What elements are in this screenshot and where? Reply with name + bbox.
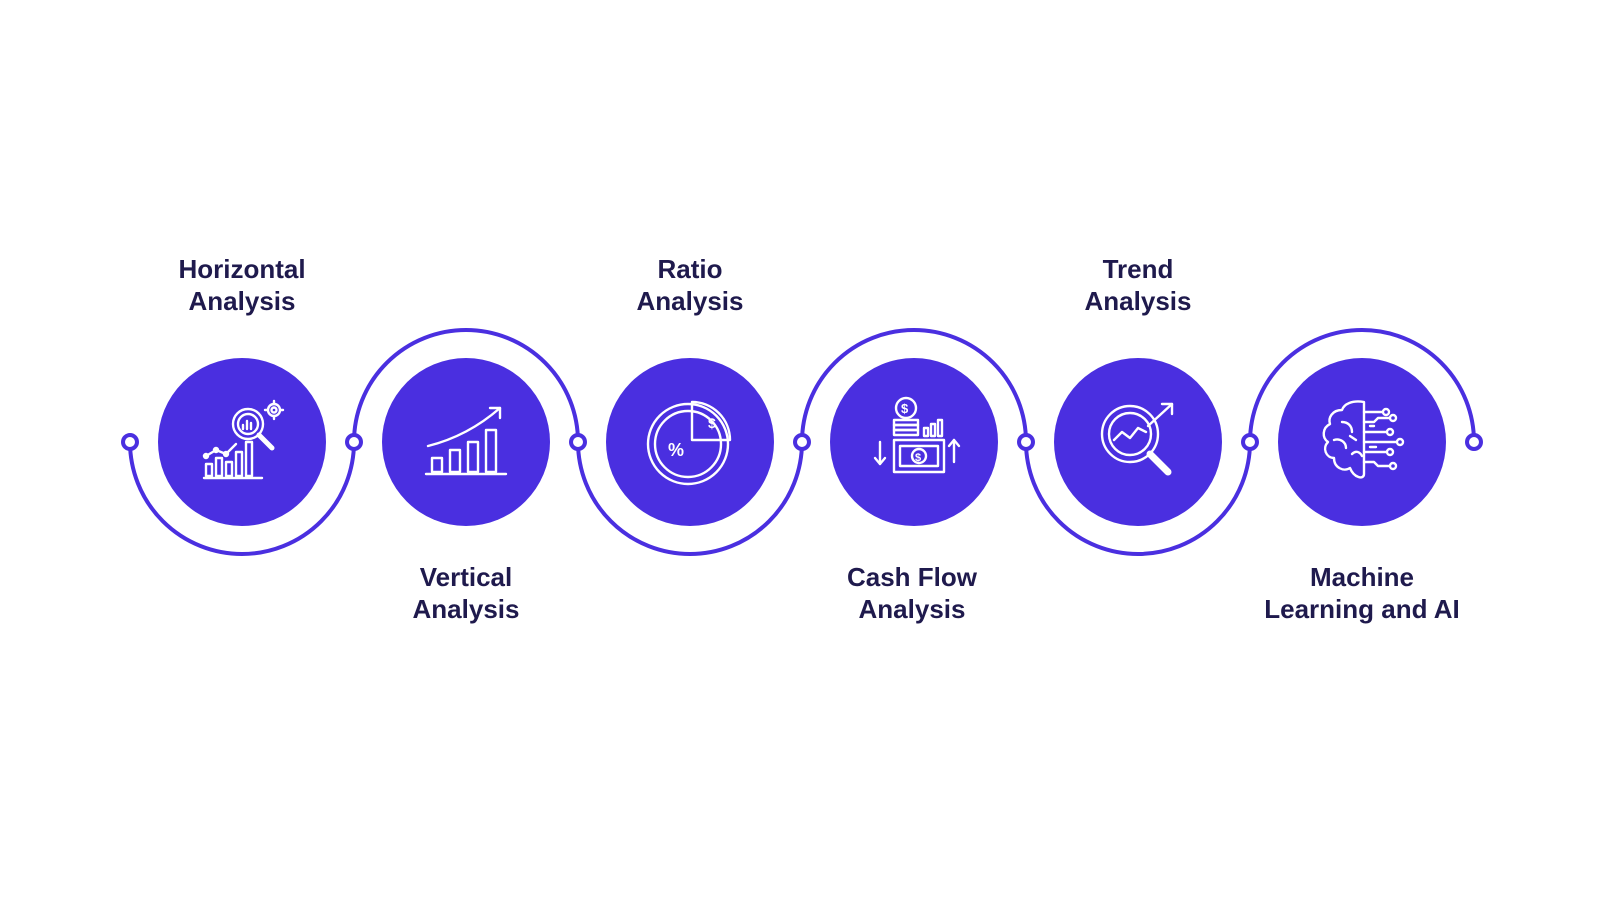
trend-magnifier-icon bbox=[1100, 402, 1174, 476]
step-circle-ratio-analysis: $ % bbox=[606, 358, 774, 526]
step-title-line2: Learning and AI bbox=[1264, 594, 1460, 624]
growth-bar-chart-icon bbox=[424, 406, 508, 476]
svg-text:$: $ bbox=[708, 415, 716, 431]
step-title-line1: Ratio bbox=[657, 254, 723, 284]
step-title-line1: Trend bbox=[1102, 254, 1174, 284]
connector-node bbox=[345, 433, 363, 451]
step-label-trend-analysis: Trend Analysis bbox=[1008, 253, 1268, 317]
step-label-vertical-analysis: Vertical Analysis bbox=[336, 561, 596, 625]
step-title-line2: Analysis bbox=[1084, 286, 1192, 316]
step-title-line1: Machine bbox=[1309, 562, 1415, 592]
step-label-machine-learning-ai: Machine Learning and AI bbox=[1232, 561, 1492, 625]
svg-text:$: $ bbox=[915, 452, 921, 464]
step-title-line2: Analysis bbox=[858, 594, 966, 624]
step-title-line2: Analysis bbox=[188, 286, 296, 316]
step-title-line1: Horizontal bbox=[178, 254, 306, 284]
connector-node bbox=[1465, 433, 1483, 451]
connector-node bbox=[793, 433, 811, 451]
svg-text:$: $ bbox=[901, 401, 909, 416]
step-title-line1: Cash Flow bbox=[846, 562, 977, 592]
step-label-cash-flow-analysis: Cash Flow Analysis bbox=[782, 561, 1042, 625]
svg-text:%: % bbox=[668, 440, 684, 460]
connector-node bbox=[121, 433, 139, 451]
step-circle-machine-learning-ai bbox=[1278, 358, 1446, 526]
analytics-magnifier-gear-icon bbox=[202, 399, 285, 480]
step-title-line2: Analysis bbox=[412, 594, 520, 624]
connector-node bbox=[1017, 433, 1035, 451]
step-label-horizontal-analysis: Horizontal Analysis bbox=[112, 253, 372, 317]
step-circle-trend-analysis bbox=[1054, 358, 1222, 526]
step-title-line2: Analysis bbox=[636, 286, 744, 316]
step-circle-vertical-analysis bbox=[382, 358, 550, 526]
step-circle-cash-flow-analysis: $ $ bbox=[830, 358, 998, 526]
cash-flow-icon: $ $ bbox=[873, 396, 961, 474]
ai-brain-circuit-icon bbox=[1322, 400, 1405, 479]
step-circle-horizontal-analysis bbox=[158, 358, 326, 526]
connector-node bbox=[1241, 433, 1259, 451]
step-title-line1: Vertical bbox=[419, 562, 513, 592]
pie-chart-percent-dollar-icon: $ % bbox=[646, 400, 732, 486]
connector-node bbox=[569, 433, 587, 451]
step-label-ratio-analysis: Ratio Analysis bbox=[560, 253, 820, 317]
